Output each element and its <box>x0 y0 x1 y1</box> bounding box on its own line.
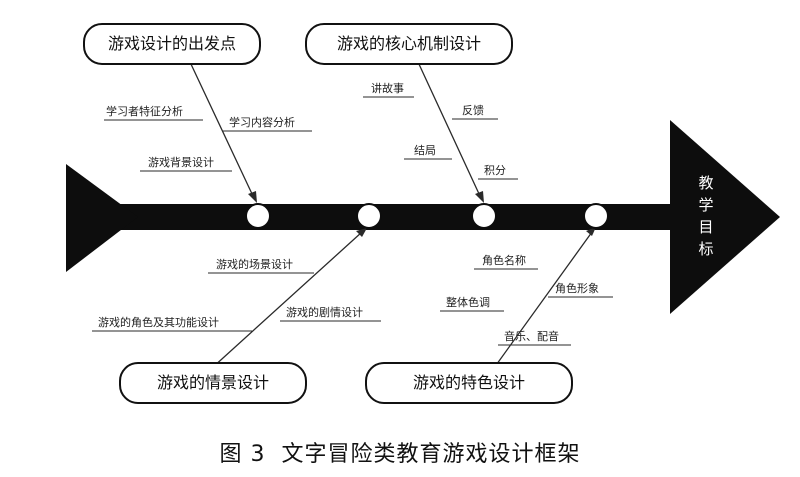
cause-label: 游戏背景设计 <box>148 155 214 169</box>
head-char-1: 教 <box>698 174 713 192</box>
cause-label: 整体色调 <box>446 295 490 309</box>
bone-arrow-4 <box>586 227 596 236</box>
bone-arrow-1 <box>248 191 257 203</box>
cause-label: 结局 <box>414 144 436 157</box>
cause-label: 学习内容分析 <box>229 115 295 129</box>
cause-label: 反馈 <box>462 104 484 117</box>
cause-label: 讲故事 <box>371 81 404 95</box>
spine-head <box>670 120 780 314</box>
head-char-3: 目 <box>698 218 713 236</box>
category-label-1: 游戏设计的出发点 <box>108 34 236 53</box>
bone-line-4 <box>493 231 593 369</box>
cause-label: 角色形象 <box>555 281 599 295</box>
spine <box>110 204 675 230</box>
category-box-3 <box>119 362 307 404</box>
figure-number: 图 3 <box>219 442 266 467</box>
cause-label: 学习者特征分析 <box>106 104 183 118</box>
junction-3 <box>471 203 497 229</box>
cause-label: 游戏的角色及其功能设计 <box>98 315 219 329</box>
figure-caption: 图 3 文字冒险类教育游戏设计框架 <box>0 436 800 468</box>
bone-line-2 <box>417 61 481 197</box>
spine-tail <box>66 164 138 272</box>
category-label-2: 游戏的核心机制设计 <box>337 34 481 53</box>
cause-label: 游戏的场景设计 <box>216 257 293 271</box>
cause-label: 角色名称 <box>482 253 526 267</box>
category-box-4 <box>365 362 573 404</box>
category-label-4: 游戏的特色设计 <box>413 373 525 392</box>
category-box-1 <box>83 23 261 65</box>
figure-title: 文字冒险类教育游戏设计框架 <box>281 442 581 467</box>
junction-1 <box>245 203 271 229</box>
head-char-4: 标 <box>698 240 713 258</box>
bone-arrow-3 <box>356 228 367 237</box>
cause-label: 音乐、配音 <box>504 329 559 343</box>
cause-label: 游戏的剧情设计 <box>286 305 363 319</box>
bone-arrow-2 <box>475 191 484 203</box>
category-label-3: 游戏的情景设计 <box>157 373 269 392</box>
cause-label: 积分 <box>484 164 506 177</box>
junction-4 <box>583 203 609 229</box>
category-box-2 <box>305 23 513 65</box>
bone-line-1 <box>189 61 254 197</box>
head-char-2: 学 <box>698 196 713 214</box>
bone-line-3 <box>211 231 363 369</box>
junction-2 <box>356 203 382 229</box>
